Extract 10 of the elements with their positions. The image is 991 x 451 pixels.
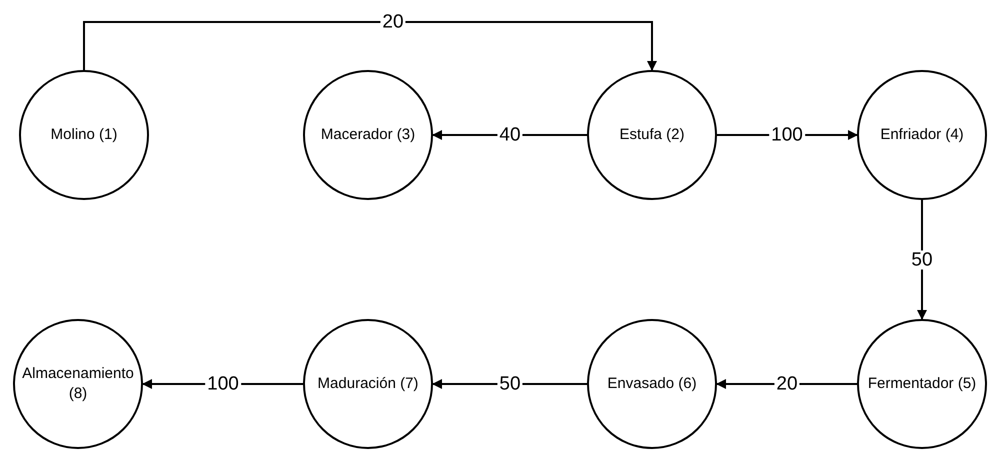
arrow xyxy=(83,21,657,71)
node-label: Macerador (3) xyxy=(320,125,416,145)
node-label: Maduración (7) xyxy=(316,374,420,394)
node-label: Fermentador (5) xyxy=(866,374,978,394)
node-label: Envasado (6) xyxy=(606,374,698,394)
node-label: Estufa (2) xyxy=(618,125,686,145)
node-label: Almacenamiento (8) xyxy=(21,364,135,404)
node-label: Molino (1) xyxy=(50,125,118,145)
edge-label: 50 xyxy=(909,250,935,269)
node-label: Enfriador (4) xyxy=(879,125,965,145)
